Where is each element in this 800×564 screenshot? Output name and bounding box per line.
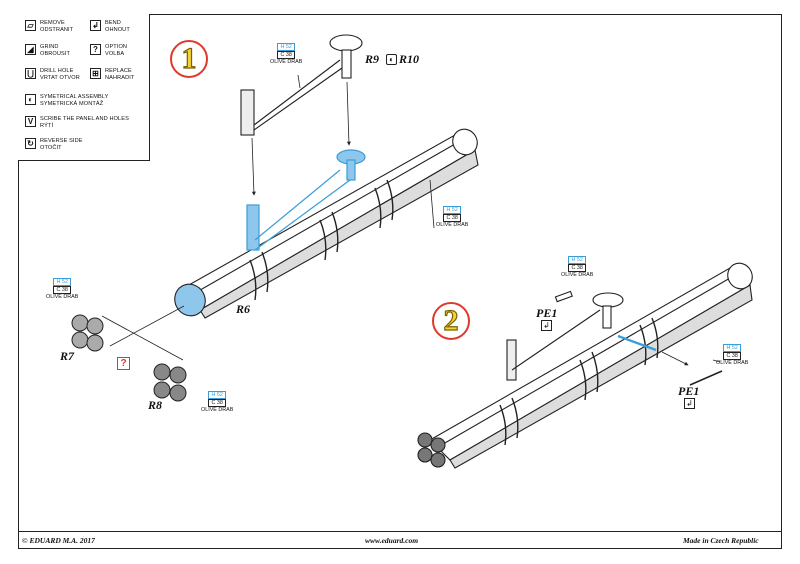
color-tag: H 52 C 38 OLIVE DRAB xyxy=(716,344,749,366)
step1-highlight-mount xyxy=(246,149,366,251)
pe1-highlight xyxy=(617,334,657,352)
reverse-icon: ↻ xyxy=(25,138,36,149)
footer-website[interactable]: www.eduard.com xyxy=(365,536,419,545)
part-label-r10: R10 xyxy=(399,52,420,66)
color-tag: H 52 C 38 OLIVE DRAB xyxy=(561,256,594,278)
part-label-r8: R8 xyxy=(148,398,163,412)
option-marker: ? xyxy=(117,357,130,370)
r7-assembly xyxy=(71,314,104,352)
color-tag: H 52 C 38 OLIVE DRAB xyxy=(201,391,234,413)
step-2-marker: 2 xyxy=(432,302,470,340)
replace-icon: ⊞ xyxy=(90,68,101,79)
part-label-pe1-upper: PE1 xyxy=(536,306,558,320)
r8-assembly xyxy=(153,363,187,402)
symmetric-icon: ◐ xyxy=(386,54,397,65)
part-label-r7: R7 xyxy=(60,349,75,363)
option-icon: ? xyxy=(90,44,101,55)
footer-origin: Made in Czech Republic xyxy=(683,536,759,545)
eraser-icon: ▱ xyxy=(25,20,36,31)
footer-copyright: © EDUARD M.A. 2017 xyxy=(22,536,95,545)
scribe-icon: V xyxy=(25,116,36,127)
bend-icon: ↲ xyxy=(684,398,695,409)
color-tag: H 52 C 38 OLIVE DRAB xyxy=(270,43,303,65)
step-1-marker: 1 xyxy=(170,40,208,78)
color-tag: H 52 C 38 OLIVE DRAB xyxy=(436,206,469,228)
bend-icon: ↲ xyxy=(541,320,552,331)
part-label-r9: R9 xyxy=(365,52,380,66)
step1-launcher-tube xyxy=(174,128,479,319)
drill-icon: ⋃ xyxy=(25,68,36,79)
color-tag: H 52 C 38 OLIVE DRAB xyxy=(46,278,79,300)
r9-periscope xyxy=(240,34,363,136)
r6-end-cap xyxy=(174,283,206,317)
part-label-pe1-lower: PE1 xyxy=(678,384,700,398)
symmetric-icon: ◐ xyxy=(25,94,36,105)
page-frame xyxy=(18,14,782,549)
footer-divider xyxy=(18,531,782,532)
step2-launcher-tube xyxy=(417,262,753,469)
grind-icon: ◢ xyxy=(25,44,36,55)
part-label-r6: R6 xyxy=(236,302,251,316)
bend-icon: ↲ xyxy=(90,20,101,31)
